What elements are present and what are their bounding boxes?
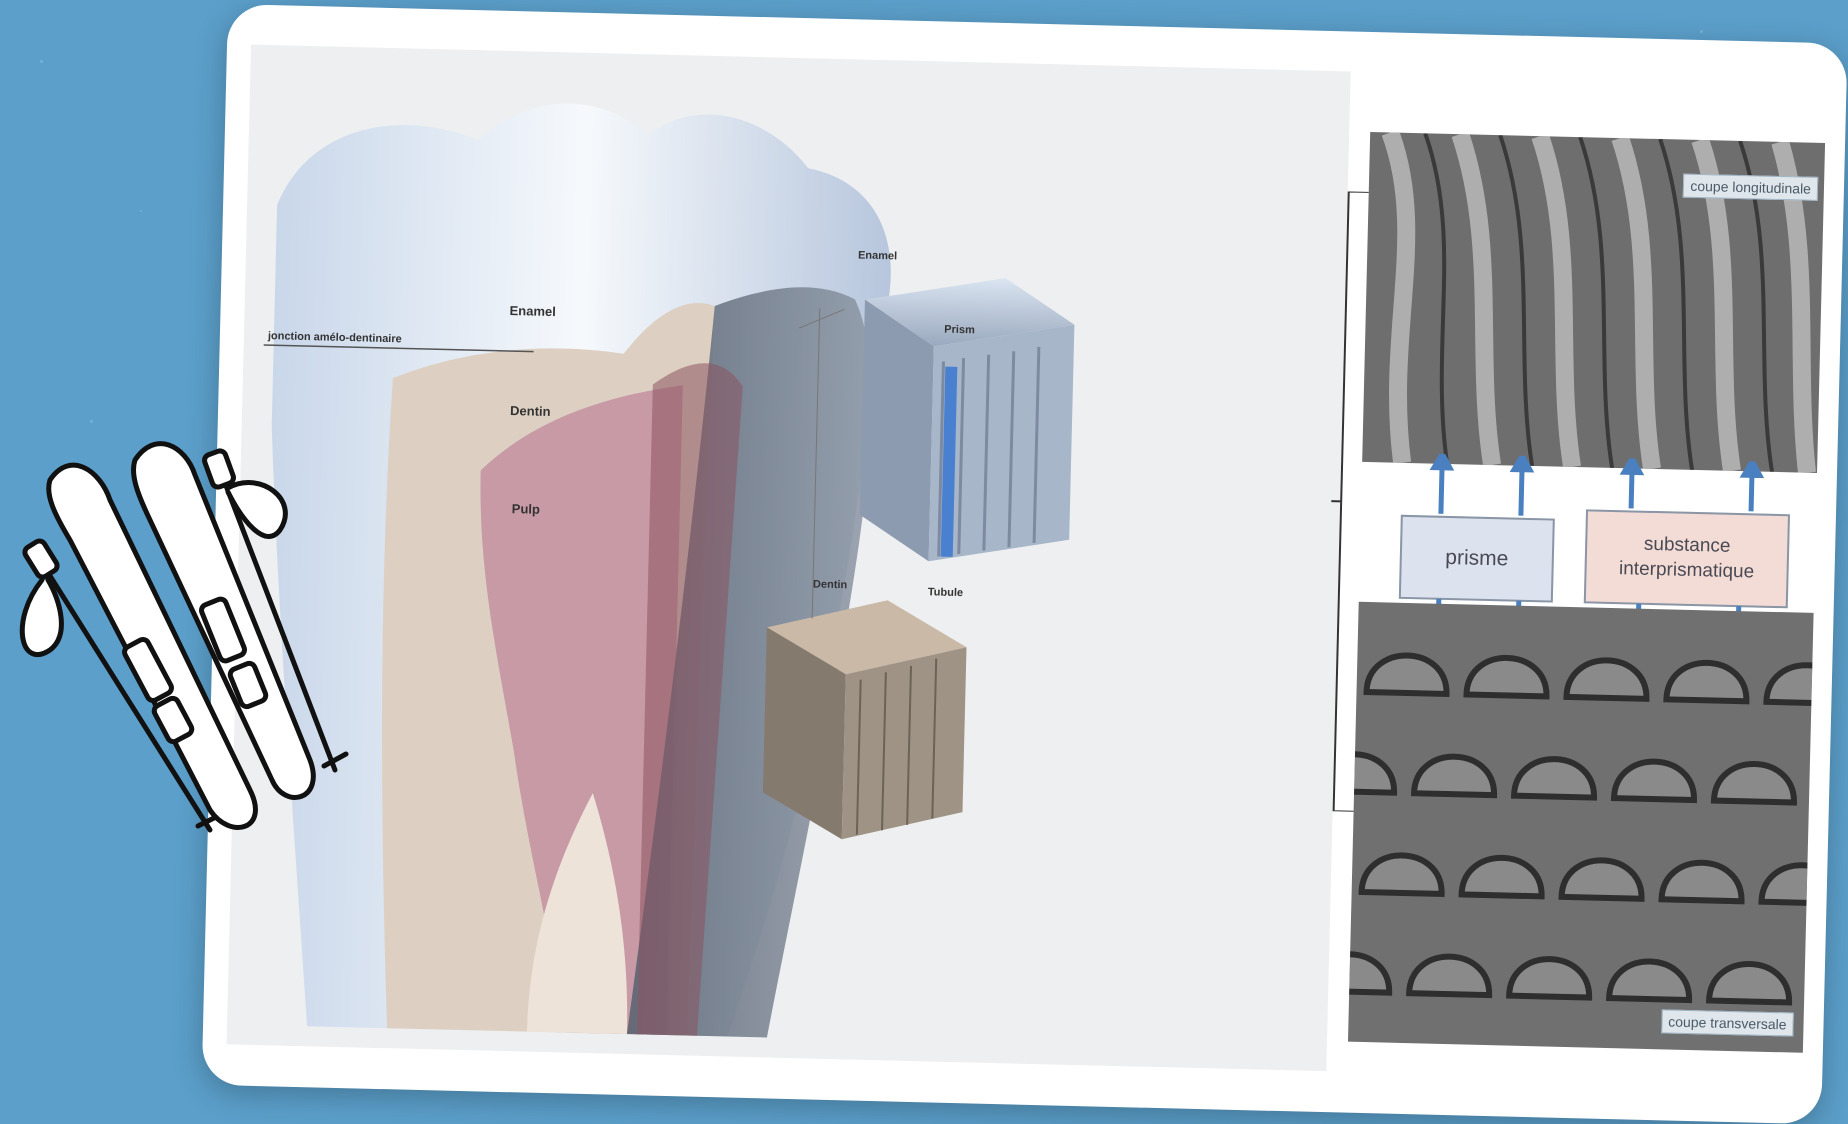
longitudinal-section-micrograph: coupe longitudinale bbox=[1362, 132, 1825, 473]
dentin-tubule-block bbox=[762, 597, 968, 842]
enamel-block-label: Enamel bbox=[858, 249, 897, 262]
longitudinal-caption: coupe longitudinale bbox=[1683, 174, 1818, 201]
background-speck bbox=[40, 60, 43, 63]
transverse-caption: coupe transversale bbox=[1661, 1009, 1794, 1036]
skis-and-poles-icon bbox=[10, 430, 370, 850]
dentin-block-label: Dentin bbox=[813, 578, 848, 591]
background-speck bbox=[1700, 30, 1703, 33]
micrograph-panel: coupe longitudinale prisme substance int… bbox=[1346, 132, 1825, 1124]
prism-label: Prism bbox=[944, 324, 975, 337]
illustration-card: Enamel jonction amélo-dentinaire Dentin … bbox=[202, 4, 1848, 1124]
pulp-label: Pulp bbox=[512, 501, 541, 517]
tubule-label: Tubule bbox=[928, 586, 964, 599]
dentin-label: Dentin bbox=[510, 403, 551, 419]
background-speck bbox=[140, 210, 142, 212]
transverse-section-micrograph: coupe transversale bbox=[1348, 602, 1814, 1053]
enamel-label: Enamel bbox=[509, 303, 556, 319]
background-speck bbox=[90, 420, 93, 423]
tooth-illustration-panel: Enamel jonction amélo-dentinaire Dentin … bbox=[227, 45, 1351, 1072]
enamel-prism-block bbox=[859, 275, 1076, 565]
tooth-cross-section bbox=[227, 45, 1351, 1072]
